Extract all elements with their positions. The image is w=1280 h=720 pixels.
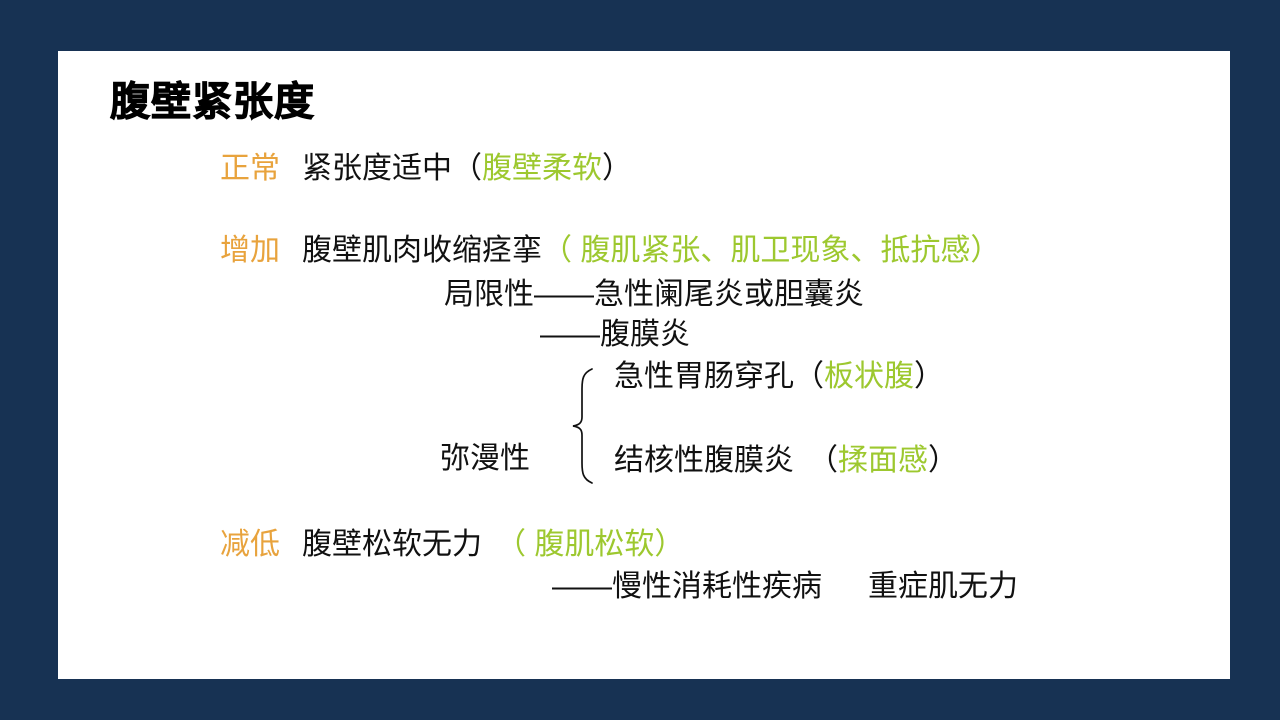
page-title: 腹壁紧张度 <box>110 78 315 125</box>
row-tb-paren-open: （ <box>808 444 838 477</box>
row-decrease-emphasis: （ 腹肌松软） <box>496 528 685 561</box>
row-perforation-paren-close: ） <box>914 360 944 393</box>
row-normal: 正常紧张度适中（腹壁柔软） <box>220 151 632 187</box>
row-tb-emphasis: 揉面感 <box>838 444 928 477</box>
row-increase: 增加腹壁肌肉收缩痉挛（ 腹肌紧张、肌卫现象、抵抗感） <box>220 233 1000 269</box>
row-tb-description: 结核性腹膜炎 <box>614 444 794 477</box>
curly-brace-icon <box>570 367 596 485</box>
row-chronic-text-b: 重症肌无力 <box>868 570 1018 603</box>
row-tb-paren-close: ） <box>928 444 958 477</box>
row-perforation-description: 急性胃肠穿孔 <box>614 360 794 393</box>
row-normal-paren-close: ） <box>602 152 632 185</box>
row-increase-keyword: 增加 <box>220 234 280 267</box>
row-normal-paren-open: （ <box>452 152 482 185</box>
row-perforation: 急性胃肠穿孔（板状腹） <box>614 359 944 395</box>
slide-content-panel: 腹壁紧张度 正常紧张度适中（腹壁柔软） 增加腹壁肌肉收缩痉挛（ 腹肌紧张、肌卫现… <box>58 51 1230 679</box>
row-perforation-emphasis: 板状腹 <box>824 360 914 393</box>
row-normal-emphasis: 腹壁柔软 <box>482 152 602 185</box>
row-normal-description: 紧张度适中 <box>302 152 452 185</box>
row-chronic: ——慢性消耗性疾病 重症肌无力 <box>552 569 1018 605</box>
row-decrease-keyword: 减低 <box>220 528 280 561</box>
row-localized: 局限性——急性阑尾炎或胆囊炎 <box>444 278 864 311</box>
row-normal-keyword: 正常 <box>220 152 280 185</box>
row-diffuse-label: 弥漫性 <box>440 442 530 475</box>
row-increase-emphasis: （ 腹肌紧张、肌卫现象、抵抗感） <box>542 234 1001 267</box>
row-perforation-paren-open: （ <box>794 360 824 393</box>
row-chronic-text-a: ——慢性消耗性疾病 <box>552 570 822 603</box>
row-decrease-description: 腹壁松软无力 <box>302 528 482 561</box>
row-tb-peritonitis: 结核性腹膜炎 （揉面感） <box>614 443 958 479</box>
row-peritonitis: ——腹膜炎 <box>540 318 690 351</box>
row-increase-description: 腹壁肌肉收缩痉挛 <box>302 234 542 267</box>
row-decrease: 减低腹壁松软无力 （ 腹肌松软） <box>220 527 684 563</box>
